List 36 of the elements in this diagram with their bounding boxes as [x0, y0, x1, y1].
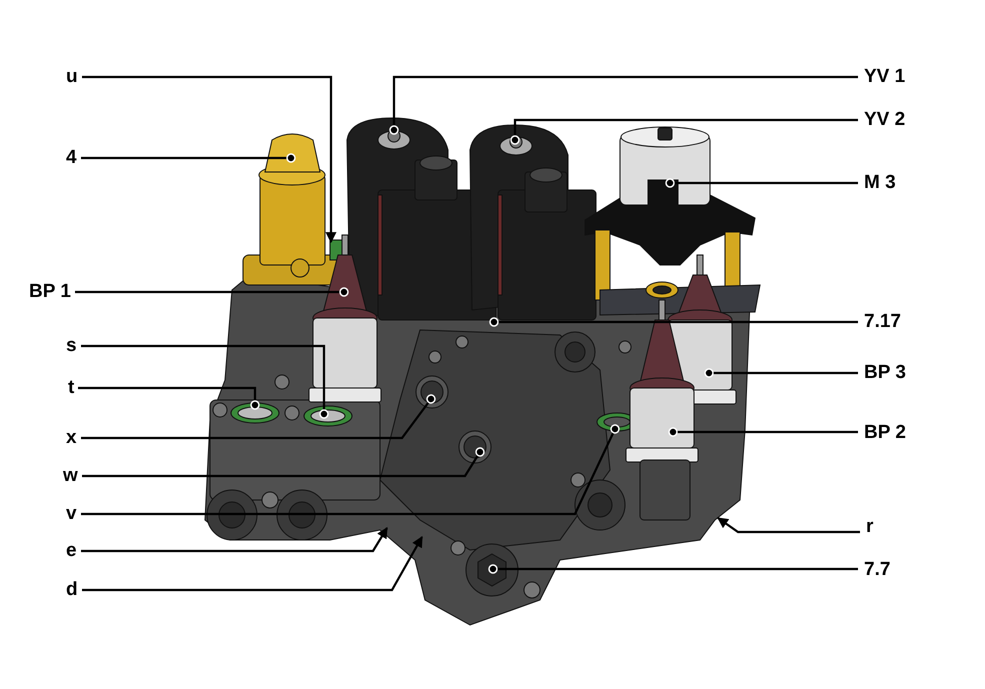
- leader-line: [704, 368, 858, 378]
- leader-line: [75, 287, 349, 297]
- leader-line: [665, 178, 858, 188]
- leader-line: [82, 536, 423, 592]
- leader-line: [81, 424, 620, 516]
- callout-label: 7.7: [864, 559, 890, 581]
- leader-line: [488, 564, 858, 574]
- callout-label: d: [66, 579, 78, 601]
- leader-line: [78, 386, 260, 410]
- callout-label: BP 1: [29, 281, 71, 303]
- callout-label: w: [63, 465, 78, 487]
- callout-label: BP 2: [864, 422, 906, 444]
- leader-line: [81, 153, 296, 163]
- callout-label: v: [66, 503, 77, 525]
- callout-label: 7.17: [864, 311, 901, 333]
- leader-line: [82, 447, 485, 478]
- callout-label: u: [66, 66, 78, 88]
- leader-line: [81, 394, 436, 440]
- callout-label: s: [66, 335, 77, 357]
- callout-label: r: [866, 516, 874, 538]
- leader-line: [81, 527, 388, 552]
- leader-line: [82, 76, 336, 244]
- callout-label: BP 3: [864, 362, 906, 384]
- leader-line: [668, 427, 858, 437]
- callout-label: M 3: [864, 172, 896, 194]
- callout-label: x: [66, 427, 77, 449]
- leader-line: [489, 317, 858, 327]
- leader-line: [717, 517, 860, 534]
- callout-label: YV 2: [864, 109, 906, 131]
- leader-line: [510, 118, 858, 145]
- callout-label: 4: [66, 147, 77, 169]
- callout-label: t: [68, 377, 74, 399]
- callout-label: YV 1: [864, 66, 906, 88]
- leader-line: [81, 344, 329, 419]
- leader-line: [389, 76, 858, 135]
- callout-label: e: [66, 540, 77, 562]
